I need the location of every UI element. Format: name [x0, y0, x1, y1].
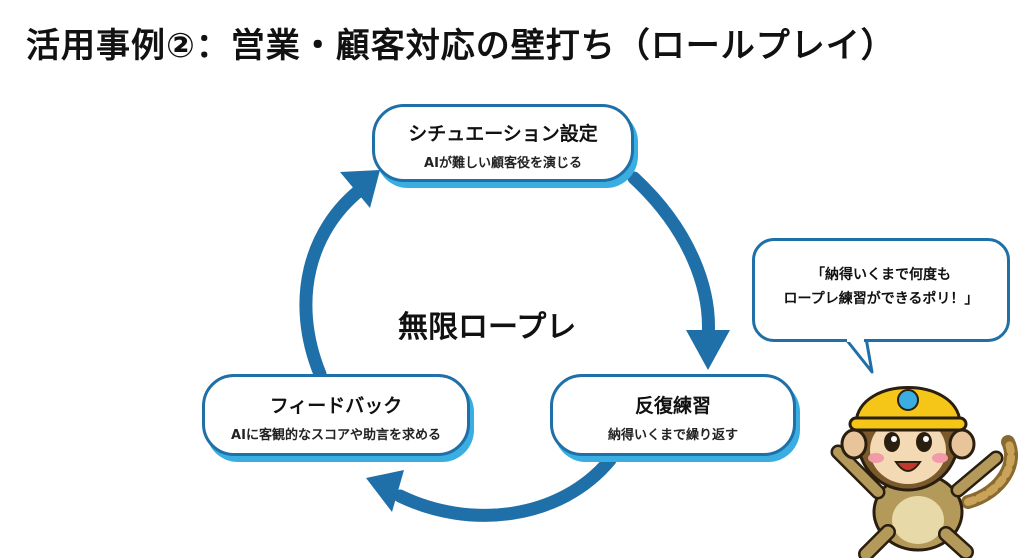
- step-situation-subtitle: AIが難しい顧客役を演じる: [424, 156, 582, 171]
- step-feedback: フィードバック AIに客観的なスコアや助言を求める: [202, 374, 470, 456]
- speech-bubble-line-1: 「納得いくまで何度も: [811, 267, 951, 283]
- cycle-center-label: 無限ロープレ: [398, 310, 577, 345]
- arrowhead-left: [366, 470, 404, 512]
- step-situation-setting: シチュエーション設定 AIが難しい顧客役を演じる: [372, 104, 634, 182]
- arrowhead-up: [340, 170, 380, 208]
- arrow-right-descending: [627, 171, 715, 345]
- speech-bubble-line-2: ロープレ練習ができるポリ！」: [783, 291, 979, 307]
- step-feedback-title: フィードバック: [269, 395, 403, 417]
- step-repeated-practice: 反復練習 納得いくまで繰り返す: [550, 374, 796, 456]
- step-practice-title: 反復練習: [634, 395, 711, 417]
- arrow-bottom-leftward: [393, 453, 617, 522]
- monkey-mascot-with-yellow-helmet-icon: [830, 386, 1018, 558]
- arrowhead-down: [686, 330, 730, 370]
- step-situation-title: シチュエーション設定: [408, 123, 598, 145]
- speech-bubble: 「納得いくまで何度も ロープレ練習ができるポリ！」: [752, 238, 1010, 342]
- step-practice-subtitle: 納得いくまで繰り返す: [607, 428, 738, 443]
- arrow-left-ascending: [299, 183, 367, 381]
- page-title: 活用事例②：営業・顧客対応の壁打ち（ロールプレイ）: [26, 26, 896, 66]
- step-feedback-subtitle: AIに客観的なスコアや助言を求める: [231, 428, 441, 443]
